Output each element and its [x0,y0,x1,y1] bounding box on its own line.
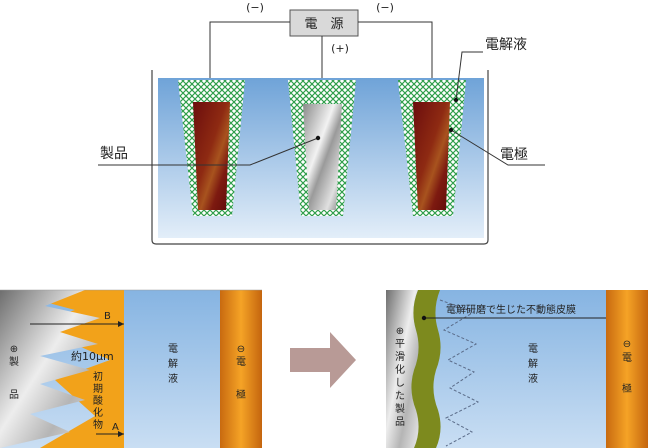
before-electrolyte-vertical-label: 電 解 液 [168,343,178,385]
dimension-b-label: B [104,311,111,322]
electrode-right [413,102,450,210]
oxide-char-1: 期 [93,383,103,395]
after-product-char-1: 平 [395,339,405,350]
tank-outline [151,70,489,245]
oxide-char-2: 酸 [93,394,103,407]
before-electrode [220,290,262,448]
before-electrode-char-1: 電 [236,356,246,368]
power-supply-box [289,9,359,37]
after-electrolyte-char-2: 液 [528,372,538,385]
after-electrolyte-vertical-label: 電 解 液 [528,343,538,385]
oxide-thickness-label: 約10μm [71,349,114,363]
before-polishing-panel: B A 約10μm 初 期 酸 化 物 ⊕ 製 品 電 解 液 ⊖ 電 極 [0,289,262,448]
power-supply-label: 電 源 [304,17,343,32]
oxide-char-4: 物 [93,418,103,431]
product-leader-dot [315,135,321,141]
after-electrode-char-0: ⊖ [623,339,631,350]
electrode-leader-dot [448,127,454,133]
electrolysis-tank-diagram: 電 源 (−) (−) (+) 電解液 製品 電極 [98,1,545,245]
after-polishing-panel: 電解研磨で生じた不動態皮膜 ⊕ 平 滑 化 し た 製 品 電 解 液 ⊖ 電 … [386,290,648,448]
oxide-char-0: 初 [93,370,103,383]
before-electrode-vertical-label: ⊖ 電 極 [236,344,246,401]
wire-left [209,21,290,102]
electrode-callout-label: 電極 [500,147,528,163]
before-product-vertical-label: ⊕ 製 品 [9,344,19,401]
terminal-right-label: (−) [376,1,394,14]
electrolyte-callout-label: 電解液 [485,37,527,53]
passive-film-label: 電解研磨で生じた不動態皮膜 [446,303,576,316]
product-center [303,104,342,210]
electrode-leader [450,129,545,166]
after-electrode-char-1: 電 [622,352,632,364]
after-product-char-5: た [395,390,405,402]
after-product-char-3: 化 [395,363,405,376]
film-leader-dot [421,315,427,321]
after-product-vertical-label: ⊕ 平 滑 化 し た 製 品 [395,326,405,428]
before-electrode-char-3: 極 [236,388,246,401]
product-callout-label: 製品 [100,146,128,162]
before-electrolyte-char-1: 解 [168,357,178,370]
before-product [0,290,100,448]
after-electrode-char-3: 極 [622,382,632,395]
after-electrolyte-char-0: 電 [528,343,538,355]
dimension-b-arrow [118,321,124,327]
before-product-char-0: ⊕ [10,344,18,355]
passive-film [411,290,441,448]
original-surface-profile [439,299,480,447]
before-electrolyte-char-2: 液 [168,372,178,385]
after-product-char-0: ⊕ [396,326,404,337]
wire-right [358,21,433,102]
oxide-char-3: 化 [93,406,103,419]
after-product-char-7: 品 [395,416,405,428]
terminal-left-label: (−) [246,1,264,14]
terminal-center-label: (+) [331,42,349,55]
before-product-char-3: 品 [9,389,19,401]
before-product-char-1: 製 [9,355,19,368]
before-electrode-char-0: ⊖ [237,344,245,355]
after-electrolyte-char-1: 解 [528,357,538,370]
after-product-char-6: 製 [395,402,405,415]
electrode-left [193,102,230,210]
before-electrolyte-char-0: 電 [168,343,178,355]
after-electrode [606,290,648,448]
electrolyte-leader [455,51,483,101]
after-product-char-4: し [395,377,405,389]
initial-oxide-layer [0,290,124,448]
after-product [386,290,419,448]
after-electrode-vertical-label: ⊖ 電 極 [622,339,632,395]
dimension-a-label: A [112,422,119,433]
product-leader [98,137,319,166]
process-arrow [290,332,356,388]
after-product-char-2: 滑 [395,351,405,363]
dimension-a-arrow [118,431,124,437]
electrolyte-leader-dot [453,97,459,103]
oxide-vertical-label: 初 期 酸 化 物 [93,370,103,431]
